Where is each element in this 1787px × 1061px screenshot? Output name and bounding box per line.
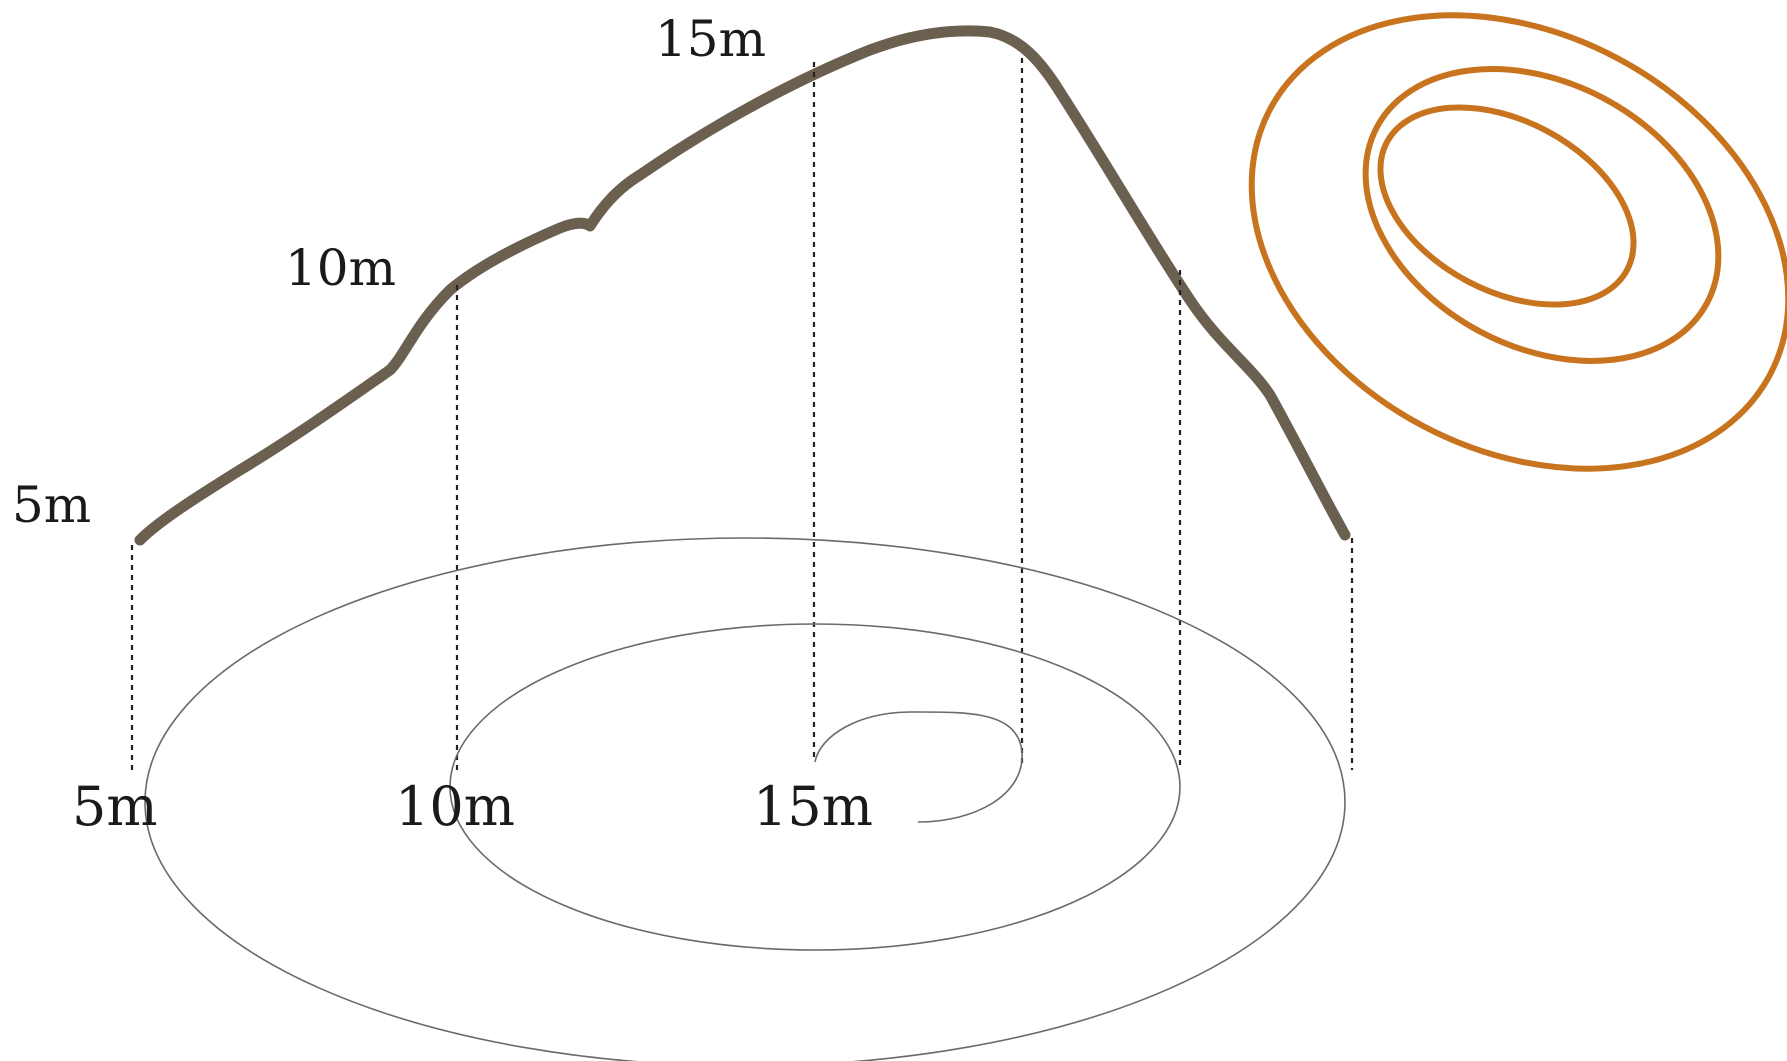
hill-profile-line bbox=[134, 25, 1351, 546]
contour-label-15m: 15m bbox=[753, 775, 873, 838]
profile-label-15m: 15m bbox=[655, 10, 766, 68]
contour-label-5m: 5m bbox=[72, 775, 158, 838]
profile-label-10m: 10m bbox=[285, 239, 396, 297]
plan-contour-inner bbox=[1377, 104, 1637, 308]
plan-contour-middle bbox=[1362, 66, 1722, 364]
profile-label-5m: 5m bbox=[12, 476, 91, 534]
contour-label-10m: 10m bbox=[395, 775, 515, 838]
contour-line-5m bbox=[144, 537, 1346, 1061]
contour-line-15m bbox=[814, 711, 1023, 823]
contour-line-10m bbox=[449, 623, 1181, 951]
plan-contour-outer bbox=[1248, 12, 1787, 472]
